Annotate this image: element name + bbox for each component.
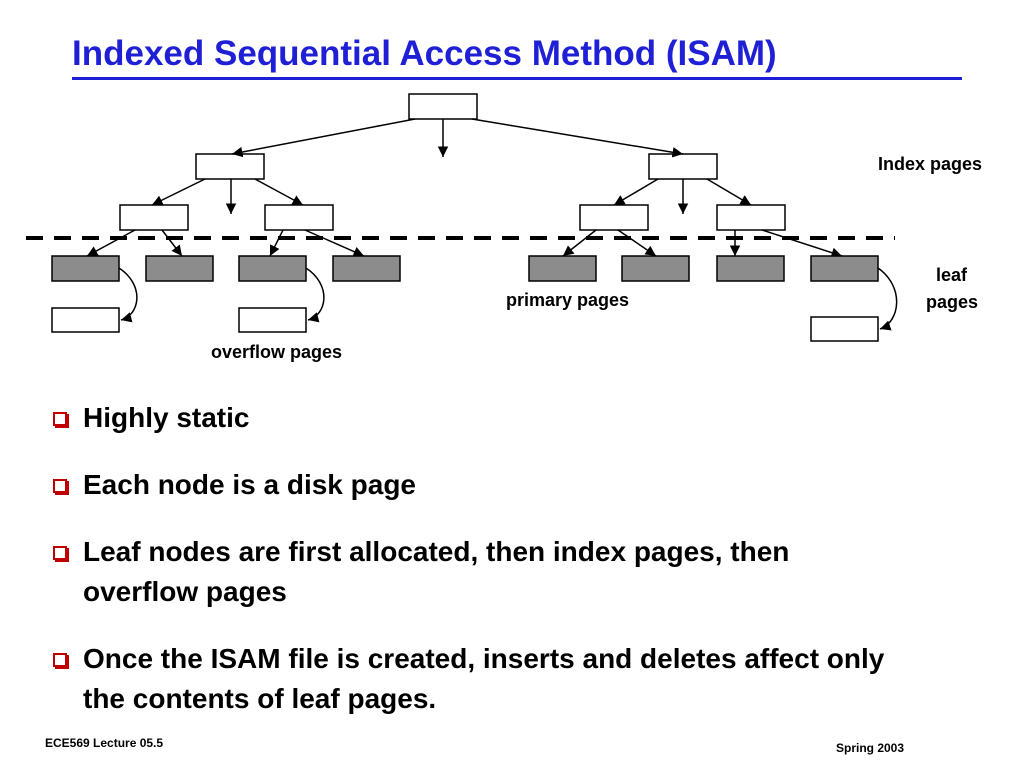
overflow-page	[810, 316, 879, 342]
index-node-right	[648, 153, 718, 180]
overflow-page	[238, 307, 307, 333]
bullet-item: Each node is a disk page	[50, 465, 980, 505]
index-node-ll	[119, 204, 189, 231]
bullet-item: Leaf nodes are first allocated, then ind…	[50, 532, 883, 612]
title-underline	[72, 77, 962, 80]
leaf-page	[621, 255, 690, 282]
leaf-page	[238, 255, 307, 282]
bullet-item: Once the ISAM file is created, inserts a…	[50, 639, 913, 719]
index-node-rl	[579, 204, 649, 231]
footer-right: Spring 2003	[836, 741, 905, 755]
footer-left: ECE569 Lecture 05.5	[45, 736, 164, 750]
bullet-list: Highly static Each node is a disk page L…	[50, 398, 980, 746]
overflow-page	[51, 307, 120, 333]
leaf-pages-label-line2: pages	[926, 292, 979, 312]
primary-pages-label: primary pages	[506, 290, 630, 310]
slide-title: Indexed Sequential Access Method (ISAM)	[72, 34, 777, 73]
index-node-lr	[264, 204, 334, 231]
bullet-square-icon	[53, 546, 67, 560]
bullet-square-icon	[53, 479, 67, 493]
leaf-page	[810, 255, 879, 282]
index-node-left	[195, 153, 265, 180]
overflow-pages-label: overflow pages	[211, 342, 343, 362]
bullet-square-icon	[53, 653, 67, 667]
leaf-page	[145, 255, 214, 282]
leaf-page	[528, 255, 597, 282]
leaf-page	[716, 255, 785, 282]
leaf-page	[332, 255, 401, 282]
leaf-pages-label-line1: leaf	[936, 265, 968, 285]
index-pages-label: Index pages	[878, 154, 983, 174]
bullet-square-icon	[53, 412, 67, 426]
leaf-page	[51, 255, 120, 282]
root-index-node	[408, 93, 478, 120]
index-node-rr	[716, 204, 786, 231]
bullet-item: Highly static	[50, 398, 980, 438]
